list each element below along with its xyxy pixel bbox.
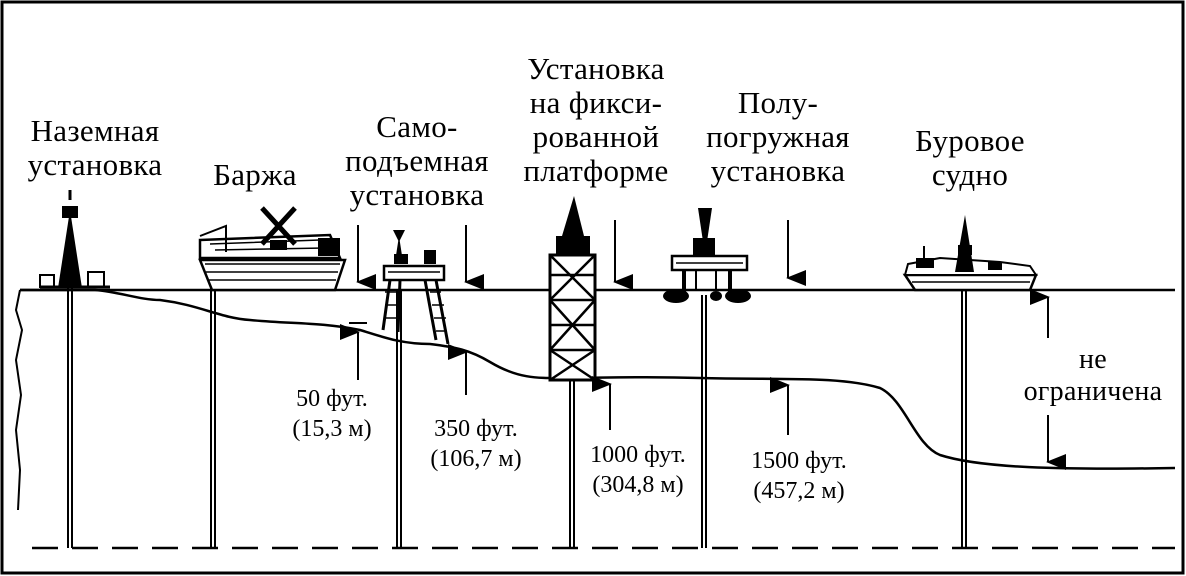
- drillship-rig: [902, 215, 1038, 548]
- label-line: Баржа: [213, 157, 297, 192]
- depth-line: (304,8 м): [592, 472, 684, 498]
- label-line: подъемная: [345, 143, 489, 178]
- label-fixed-platform: Установка на фикси- рованной платформе: [505, 52, 687, 188]
- label-line: погружная: [706, 119, 850, 154]
- label-line: Наземная: [30, 113, 160, 148]
- depth-line: (15,3 м): [292, 416, 372, 442]
- label-line: Установка: [527, 51, 665, 86]
- barge-rig: [198, 206, 347, 548]
- label-line: установка: [710, 153, 846, 188]
- label-line: Само-: [376, 109, 458, 144]
- depth-line: 1000 фут.: [590, 442, 686, 468]
- fixed-platform-rig: [548, 196, 597, 548]
- depth-line: 350 фут.: [434, 416, 518, 442]
- depth-label-platform-1000: 1000 фут. (304,8 м): [573, 440, 703, 500]
- seabed-profile: [20, 288, 1176, 470]
- depth-line: 50 фут.: [296, 386, 368, 412]
- land-rig: [39, 190, 110, 548]
- jackup-rig: [381, 230, 450, 548]
- label-line: Буровое: [915, 123, 1025, 158]
- label-line: платформе: [523, 153, 669, 188]
- depth-label-unlimited: не ограничена: [1020, 344, 1166, 408]
- label-line: судно: [931, 157, 1009, 192]
- label-line: установка: [349, 177, 485, 212]
- depth-line: (457,2 м): [753, 478, 845, 504]
- depth-label-jackup-350: 350 фут. (106,7 м): [412, 414, 540, 474]
- depth-line: 1500 фут.: [751, 448, 847, 474]
- semisubmersible-rig: [663, 208, 751, 548]
- depth-arrows: [340, 220, 1066, 470]
- label-line: на фикси-: [529, 85, 663, 120]
- label-line: установка: [27, 147, 163, 182]
- land-edge: [14, 289, 24, 511]
- depth-line: (106,7 м): [430, 446, 522, 472]
- label-barge: Баржа: [200, 158, 310, 192]
- label-drillship: Буровое судно: [905, 124, 1035, 192]
- label-jackup: Само- подъемная установка: [328, 110, 506, 212]
- label-semisubmersible: Полу- погружная установка: [688, 86, 868, 188]
- label-line: Полу-: [737, 85, 819, 120]
- depth-line: ограничена: [1023, 376, 1163, 407]
- depth-label-jackup-50: 50 фут. (15,3 м): [272, 384, 392, 444]
- label-line: рованной: [532, 119, 660, 154]
- depth-label-semisub-1500: 1500 фут. (457,2 м): [732, 446, 866, 506]
- depth-line: не: [1078, 344, 1107, 375]
- label-land-rig: Наземная установка: [10, 114, 180, 182]
